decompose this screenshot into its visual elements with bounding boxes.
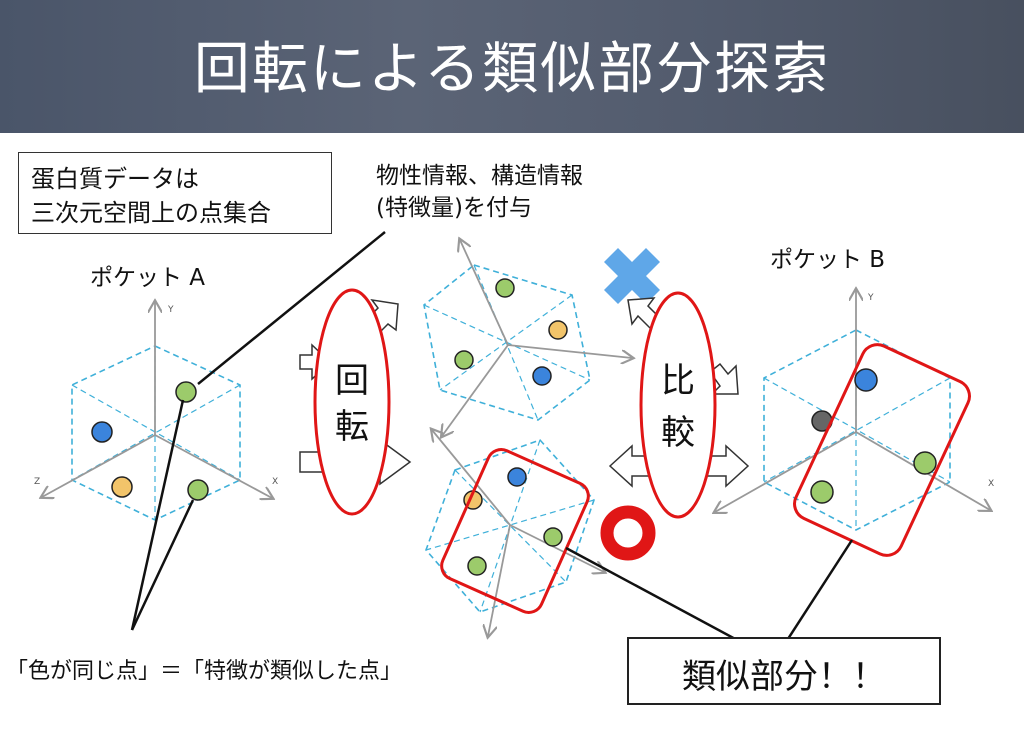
pocket-b-label: ポケット B xyxy=(770,247,886,273)
highlight-box-pocket-b xyxy=(793,343,971,557)
pocket-b-z-axis xyxy=(715,431,857,512)
point-green xyxy=(913,451,937,475)
callout-line-annotation xyxy=(197,231,386,385)
point-green xyxy=(495,278,515,298)
slide-title: 回転による類似部分探索 xyxy=(193,37,831,102)
point-blue xyxy=(507,467,527,487)
result-line-1 xyxy=(565,546,753,650)
compare-char-2: 較 xyxy=(661,413,695,453)
cross-icon xyxy=(604,248,660,304)
point-yellow xyxy=(111,476,133,498)
callout-line-caption-2 xyxy=(130,499,195,631)
compare-group: 比 較 xyxy=(600,248,750,561)
point-green xyxy=(543,527,563,547)
annotation-line-1: 物性情報、構造情報 xyxy=(376,163,583,189)
compare-ellipse xyxy=(639,291,717,519)
point-green xyxy=(454,350,474,370)
pocket-b-y-label: Y xyxy=(867,293,874,303)
rotate-char-2: 転 xyxy=(335,407,369,447)
pocket-a-diagram: Y X Z xyxy=(34,302,278,521)
note-box: 蛋白質データは 三次元空間上の点集合 xyxy=(18,152,332,234)
pocket-a-x-axis xyxy=(154,434,272,498)
pocket-a-z-label: Z xyxy=(34,477,40,487)
result-label: 類似部分！！ xyxy=(682,657,886,697)
highlight-box-rotated xyxy=(440,448,590,614)
pocket-a-label: ポケット A xyxy=(90,265,206,291)
point-green xyxy=(467,556,487,576)
annotation-line-2: (特徴量)を付与 xyxy=(376,195,532,221)
pocket-a-x-label: X xyxy=(272,477,278,487)
rotated-shape-bottom xyxy=(425,430,604,636)
arrow-down-right-icon xyxy=(708,362,739,395)
rotate-group: 回 転 xyxy=(299,288,412,516)
point-yellow xyxy=(548,320,568,340)
compare-char-1: 比 xyxy=(661,361,695,401)
point-green xyxy=(187,479,209,501)
pocket-b-x-label: X xyxy=(988,479,994,489)
bottom-caption: 「色が同じ点」＝「特徴が類似した点」 xyxy=(6,659,403,684)
result-box: 類似部分！！ xyxy=(627,637,941,705)
point-blue xyxy=(532,366,552,386)
circle-mark-icon xyxy=(600,505,656,561)
point-green xyxy=(810,480,834,504)
point-green xyxy=(175,381,197,403)
point-blue xyxy=(91,421,113,443)
result-line-2 xyxy=(784,539,854,643)
callout-line-caption-1 xyxy=(130,399,185,631)
rotate-char-1: 回 xyxy=(335,361,369,401)
point-blue xyxy=(854,368,878,392)
note-line-2: 三次元空間上の点集合 xyxy=(31,199,271,227)
pocket-b-diagram: Y X xyxy=(715,290,994,557)
title-banner: 回転による類似部分探索 xyxy=(0,0,1024,133)
rotated-shape-top xyxy=(423,240,632,436)
note-line-1: 蛋白質データは xyxy=(31,165,199,193)
pocket-a-z-axis xyxy=(42,434,156,497)
rotate-ellipse xyxy=(313,288,391,516)
pocket-a-y-label: Y xyxy=(167,305,174,315)
